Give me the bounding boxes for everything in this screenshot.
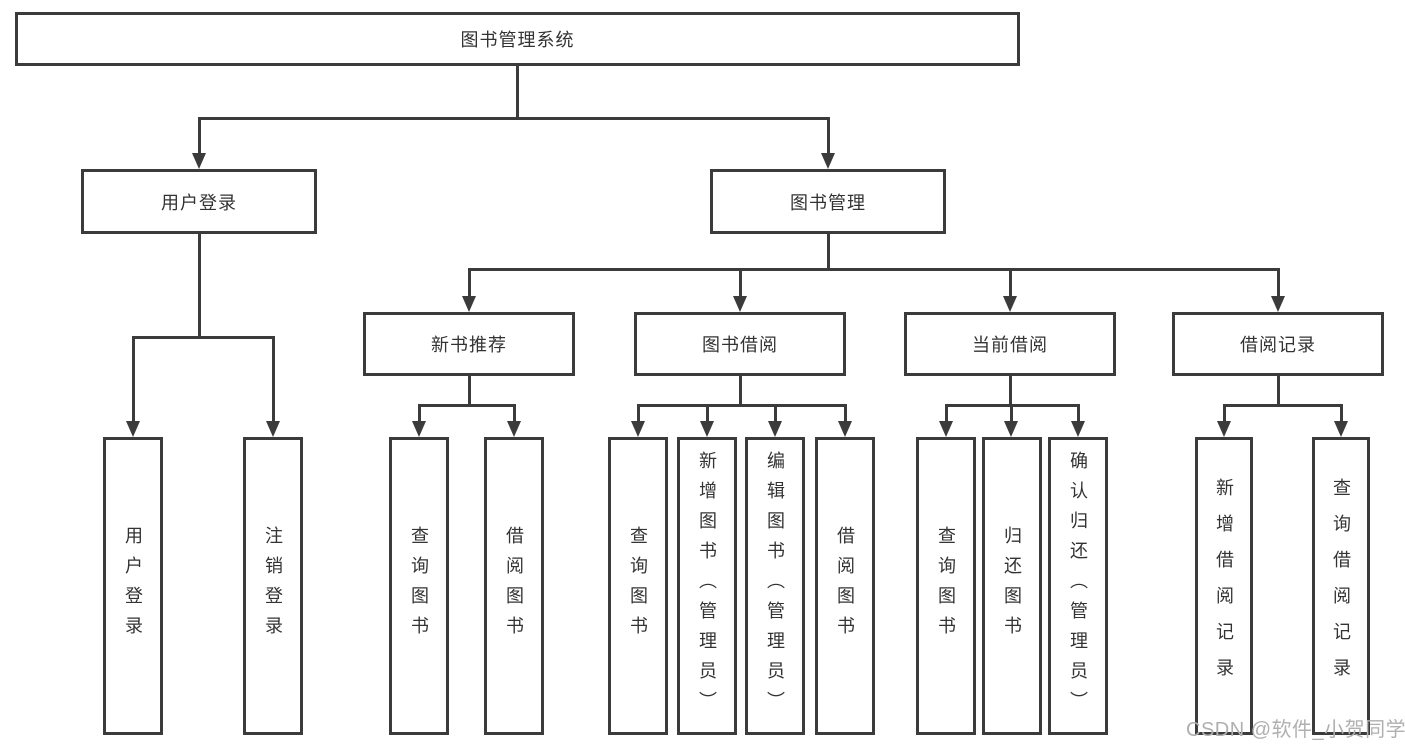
connector-line — [1223, 404, 1226, 424]
node-label: 确认归还（管理员） — [1068, 451, 1088, 721]
connector-line — [132, 336, 275, 339]
arrow-down-icon — [412, 421, 426, 437]
connector-line — [418, 404, 516, 407]
connector-line — [827, 234, 830, 270]
arrow-down-icon — [768, 421, 782, 437]
connector-line — [468, 376, 471, 406]
node-label: 注销登录 — [263, 526, 283, 646]
arrow-down-icon — [939, 421, 953, 437]
node-recommend-query-books: 查询图书 — [389, 437, 449, 735]
node-label: 当前借阅 — [972, 335, 1048, 355]
connector-line — [774, 404, 777, 424]
arrow-down-icon — [838, 421, 852, 437]
connector-line — [945, 404, 948, 424]
connector-line — [513, 404, 516, 424]
connector-line — [827, 117, 830, 156]
arrow-down-icon — [1334, 421, 1348, 437]
connector-line — [739, 268, 742, 298]
node-leaf-logout: 注销登录 — [243, 437, 303, 735]
connector-line — [1340, 404, 1343, 424]
node-borrowing-records: 借阅记录 — [1172, 312, 1384, 376]
node-label: 查询图书 — [409, 526, 429, 646]
node-add-borrow-record: 新增借阅记录 — [1195, 437, 1253, 735]
connector-line — [1010, 404, 1013, 424]
arrow-down-icon — [1071, 421, 1085, 437]
arrow-down-icon — [1271, 296, 1285, 312]
arrow-down-icon — [126, 421, 140, 437]
node-label: 借阅图书 — [835, 526, 855, 646]
node-current-borrowing: 当前借阅 — [904, 312, 1116, 376]
csdn-watermark: CSDN @软件_小贺同学 — [1186, 719, 1405, 741]
node-label: 用户登录 — [123, 526, 143, 646]
node-borrowing-borrow-books: 借阅图书 — [815, 437, 875, 735]
arrow-down-icon — [700, 421, 714, 437]
connector-line — [1223, 404, 1343, 407]
node-label: 新增图书（管理员） — [697, 451, 717, 721]
node-label: 用户登录 — [161, 192, 237, 213]
node-book-management: 图书管理 — [710, 169, 946, 234]
node-leaf-user-login: 用户登录 — [103, 437, 163, 735]
arrow-down-icon — [821, 153, 835, 169]
node-label: 新书推荐 — [431, 335, 507, 355]
node-label: 查询图书 — [936, 526, 956, 646]
node-label: 图书管理系统 — [460, 30, 575, 50]
connector-line — [132, 336, 135, 424]
node-label: 图书借阅 — [702, 335, 778, 355]
connector-line — [198, 234, 201, 337]
connector-line — [739, 376, 742, 406]
node-label: 借阅记录 — [1240, 335, 1316, 355]
connector-line — [418, 404, 421, 424]
connector-line — [516, 66, 519, 118]
node-confirm-return-admin: 确认归还（管理员） — [1048, 437, 1108, 735]
node-label: 编辑图书（管理员） — [765, 451, 785, 721]
arrow-down-icon — [1217, 421, 1231, 437]
node-return-books: 归还图书 — [982, 437, 1042, 735]
arrow-down-icon — [462, 296, 476, 312]
connector-line — [1277, 268, 1280, 298]
node-add-books-admin: 新增图书（管理员） — [677, 437, 737, 735]
arrow-down-icon — [266, 421, 280, 437]
connector-line — [468, 268, 471, 298]
connector-line — [1009, 268, 1012, 298]
connector-line — [1009, 376, 1012, 406]
arrow-down-icon — [733, 296, 747, 312]
arrow-down-icon — [1003, 296, 1017, 312]
node-recommend-borrow-books: 借阅图书 — [484, 437, 544, 735]
node-library-management-system: 图书管理系统 — [15, 12, 1020, 66]
connector-line — [844, 404, 847, 424]
connector-line — [198, 117, 830, 120]
node-new-book-recommendation: 新书推荐 — [363, 312, 575, 376]
node-label: 图书管理 — [790, 192, 866, 213]
arrow-down-icon — [631, 421, 645, 437]
connector-line — [706, 404, 709, 424]
node-book-borrowing: 图书借阅 — [634, 312, 846, 376]
connector-line — [1077, 404, 1080, 424]
node-user-login: 用户登录 — [81, 169, 317, 234]
arrow-down-icon — [507, 421, 521, 437]
node-label: 查询借阅记录 — [1331, 478, 1351, 694]
node-label: 归还图书 — [1002, 526, 1022, 646]
node-label: 查询图书 — [628, 526, 648, 646]
connector-line — [637, 404, 640, 424]
arrow-down-icon — [1004, 421, 1018, 437]
node-query-borrow-record: 查询借阅记录 — [1312, 437, 1370, 735]
connector-line — [468, 268, 1280, 271]
connector-line — [198, 117, 201, 156]
connector-line — [272, 336, 275, 424]
connector-line — [637, 404, 847, 407]
node-current-query-books: 查询图书 — [916, 437, 976, 735]
node-edit-books-admin: 编辑图书（管理员） — [745, 437, 805, 735]
connector-line — [1277, 376, 1280, 406]
node-label: 借阅图书 — [504, 526, 524, 646]
node-borrowing-query-books: 查询图书 — [608, 437, 668, 735]
node-label: 新增借阅记录 — [1214, 478, 1234, 694]
arrow-down-icon — [192, 153, 206, 169]
